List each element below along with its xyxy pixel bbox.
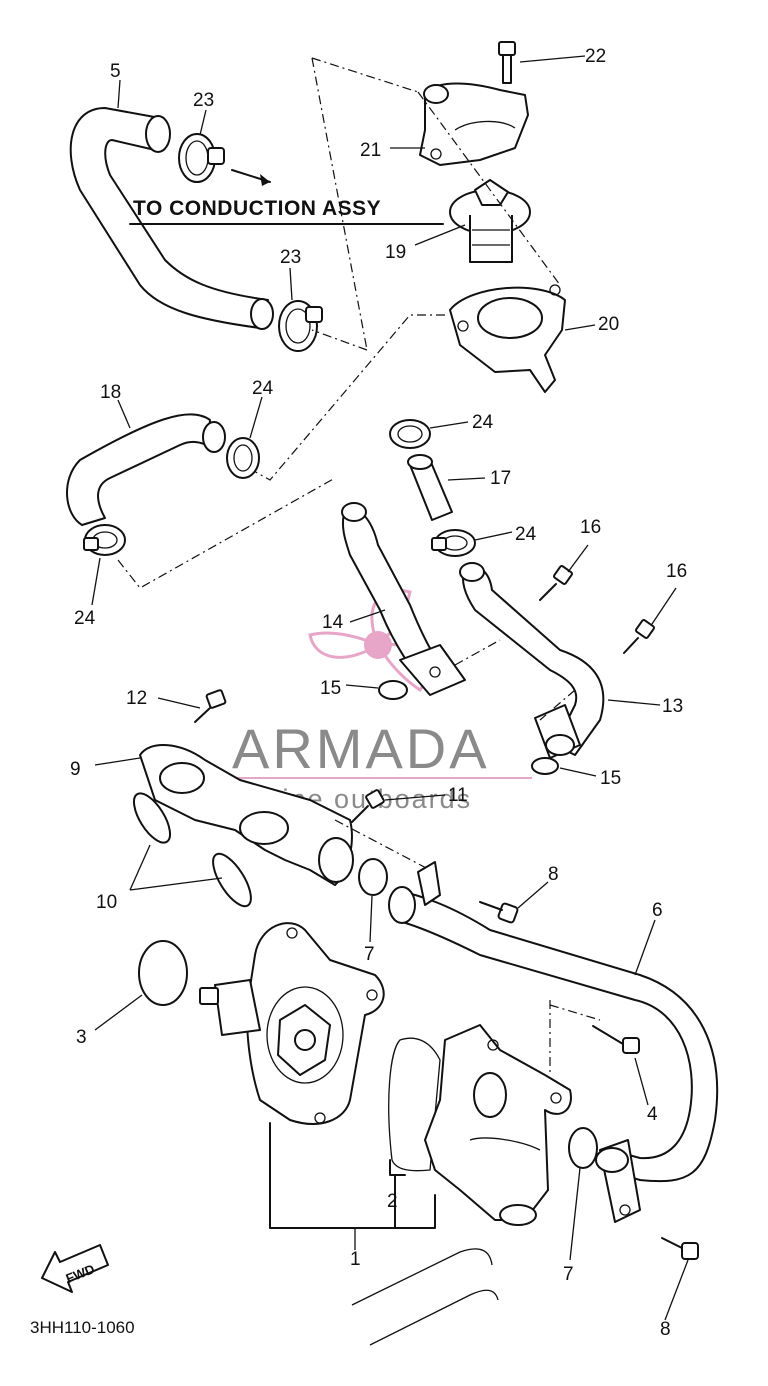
o-ring-15-b [531,757,559,775]
bolt-8-a [479,901,519,924]
o-ring-7-b [568,1127,598,1169]
thermostat-housing-20 [449,284,566,393]
callout-18: 18 [100,382,121,403]
callout-16: 16 [580,517,601,538]
leader-dash [117,477,336,589]
o-ring-15-a [378,680,408,700]
manifold-9 [139,743,354,886]
callout-24: 24 [252,378,274,399]
thermostat-19 [449,179,531,263]
watermark-brand: ARMADA [232,717,490,780]
clamp-23-upper [178,133,225,183]
pump-cover [424,1024,572,1226]
leader-lines [91,55,689,1321]
clamp-24-a [226,437,260,479]
callout-24: 24 [74,608,96,629]
gasket-10-b [212,852,252,908]
clamp-23-lower [278,300,323,352]
leader-dash [334,819,431,871]
callout-8: 8 [660,1319,671,1340]
callout-labels: 5 23 22 21 19 23 20 18 24 24 17 24 24 16… [70,46,687,1340]
leader-dash [417,91,561,286]
hose-5 [69,107,269,329]
outline-fragment [369,1289,499,1346]
hose-18-end [202,421,226,453]
to-conduction-note: TO CONDUCTION ASSY [133,197,381,220]
fwd-arrow-icon: FWD [41,1244,109,1293]
bolt-4 [592,1025,640,1054]
callout-14: 14 [322,612,344,633]
callout-8: 8 [548,864,559,885]
pipe-6 [388,861,719,1223]
callout-19: 19 [385,242,406,263]
o-ring-7-a [358,858,388,896]
leader-dash [311,57,368,351]
callout-12: 12 [126,688,147,709]
leader-dash [454,639,501,666]
callout-20: 20 [598,314,619,335]
outline-fragment [351,1248,493,1306]
conduction-arrow-head [260,174,270,186]
bracket-1 [269,1122,436,1229]
callout-17: 17 [490,468,511,489]
bolt-8-b [661,1237,699,1260]
callout-1: 1 [350,1249,361,1270]
gasket-2 [388,1037,441,1172]
o-ring-3 [138,940,188,1006]
leader-dash [311,57,419,93]
callout-16: 16 [666,561,687,582]
callout-22: 22 [585,46,606,67]
callout-21: 21 [360,140,381,161]
impeller [199,979,331,1076]
callout-10: 10 [96,892,117,913]
clamp-24-d [431,529,476,557]
hose-18 [66,413,211,526]
bolt-16-b [623,619,655,654]
upper-hose-group: TO CONDUCTION ASSY [69,57,444,352]
callout-23: 23 [193,90,214,111]
hose-18-group [66,413,336,589]
leader-dash [311,329,368,351]
hose-5-end-top [145,115,171,153]
callout-7: 7 [563,1264,574,1285]
callout-11: 11 [448,785,468,806]
leader-dash [539,689,576,721]
callout-7: 7 [364,944,375,965]
callout-4: 4 [647,1104,658,1125]
clamp-24-b [83,524,126,556]
callout-5: 5 [110,61,121,82]
drawing-code: 3HH110-1060 [30,1318,135,1337]
bolt-12 [194,689,227,723]
gasket-10-a [133,792,171,844]
pump-assembly-1 [199,922,385,1125]
callout-24: 24 [515,524,537,545]
bolt-11 [351,789,385,823]
bolt-16-a [539,565,573,601]
callout-23: 23 [280,247,301,268]
callout-24: 24 [472,412,494,433]
callout-15: 15 [600,768,621,789]
thermostat-cover-21 [419,82,529,166]
pipe-13 [459,562,605,759]
watermark: ARMADA marine outboards [230,588,532,814]
callout-15: 15 [320,678,341,699]
callout-6: 6 [652,900,663,921]
bracket-2 [389,1159,406,1176]
callout-13: 13 [662,696,683,717]
bolt-22 [498,41,516,84]
callout-9: 9 [70,759,81,780]
callout-2: 2 [387,1191,398,1212]
leader-dash [549,1004,601,1021]
hose-17 [407,454,453,521]
pipe-14 [341,502,466,696]
clamp-24-c [389,419,431,449]
hose-5-end-bottom [250,298,274,330]
callout-3: 3 [76,1027,87,1048]
